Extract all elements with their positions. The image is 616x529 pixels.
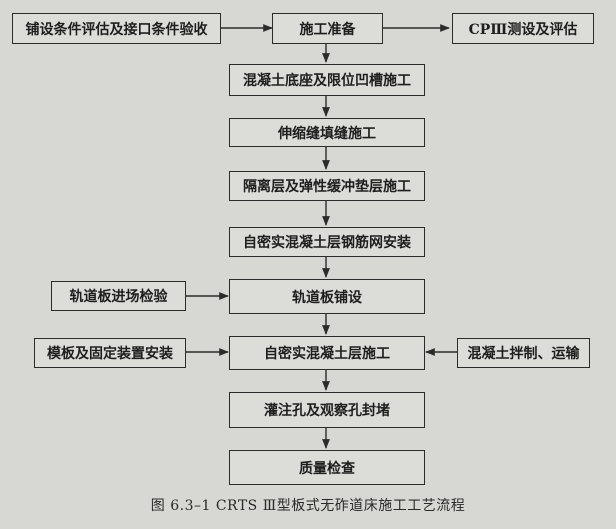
node-grout: 灌注孔及观察孔封堵 [229, 392, 425, 428]
node-quality: 质量检查 [229, 450, 425, 485]
node-scc: 自密实混凝土层施工 [229, 336, 425, 370]
node-formwork: 模板及固定装置安装 [34, 338, 186, 368]
node-mixing: 混凝土拌制、运输 [457, 338, 590, 368]
node-laying: 轨道板铺设 [229, 279, 425, 314]
node-rebar: 自密实混凝土层钢筋网安装 [229, 227, 425, 257]
node-inspect-in: 轨道板进场检验 [51, 281, 186, 311]
node-right-top: CPⅢ测设及评估 [452, 13, 594, 44]
figure-caption: 图 6.3–1 CRTS Ⅲ型板式无砟道床施工工艺流程 [150, 498, 466, 514]
node-joint: 伸缩缝填缝施工 [229, 118, 425, 147]
node-left-top: 铺设条件评估及接口条件验收 [12, 13, 221, 44]
node-base: 混凝土底座及限位凹槽施工 [229, 64, 425, 96]
node-isolation: 隔离层及弹性缓冲垫层施工 [229, 171, 425, 201]
node-prep: 施工准备 [272, 13, 383, 44]
